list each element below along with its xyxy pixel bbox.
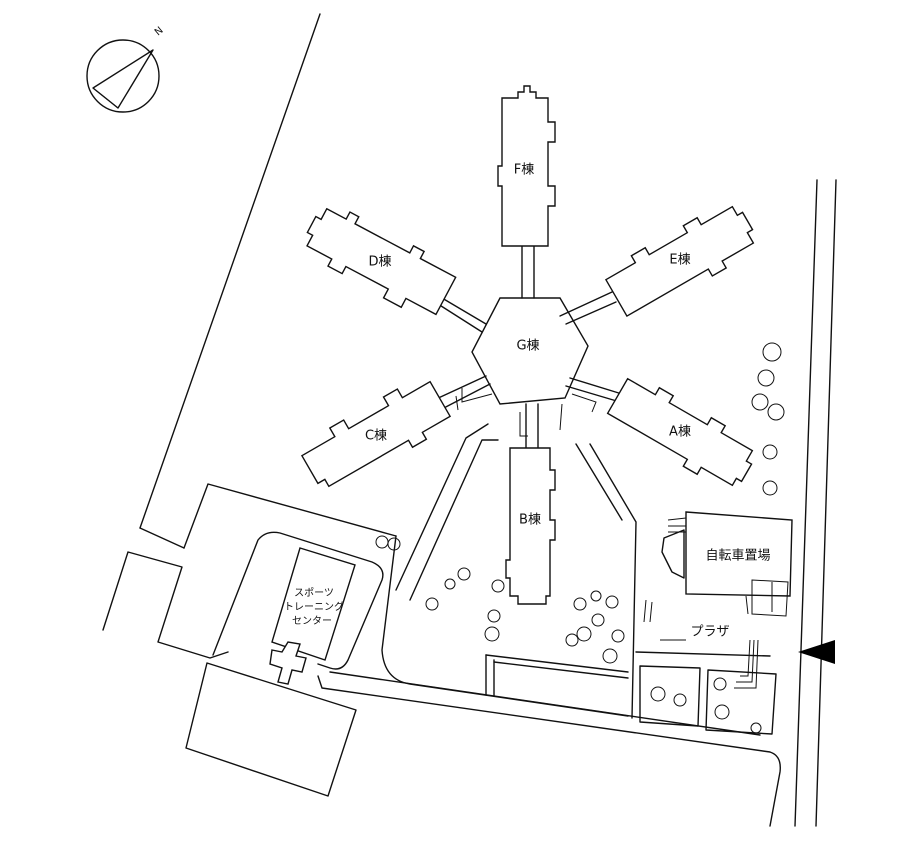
building-a-label: A棟 — [669, 425, 691, 440]
entrance-arrow-icon — [798, 640, 835, 664]
building-d-label: D棟 — [368, 255, 391, 270]
building-b-label: B棟 — [519, 513, 541, 528]
southwest-parcels — [102, 551, 357, 797]
building-c: C棟 — [300, 380, 452, 488]
building-g-label: G棟 — [516, 339, 539, 354]
bicycle-parking-label: 自転車置場 — [705, 549, 770, 564]
building-e-label: E棟 — [669, 253, 690, 268]
building-g — [471, 297, 589, 405]
sports-center-area: スポーツ トレーニング センター — [212, 531, 384, 685]
building-b: B棟 — [505, 447, 556, 605]
plaza: プラザ — [635, 599, 777, 735]
tree-icon — [375, 342, 785, 734]
building-a: A棟 — [606, 377, 754, 487]
building-f: F棟 — [497, 85, 556, 247]
building-d: D棟 — [306, 207, 457, 316]
plaza-label: プラザ — [690, 625, 729, 640]
south-road — [317, 535, 781, 827]
sports-center-label-line3: センター — [292, 615, 332, 627]
north-label: N — [153, 25, 166, 38]
east-road — [794, 179, 837, 827]
sports-center-label-line2: トレーニング — [284, 600, 344, 613]
west-boundary — [139, 13, 397, 549]
bicycle-parking: 自転車置場 — [661, 511, 793, 617]
building-e: E棟 — [604, 205, 755, 318]
courtyard-paths — [395, 423, 637, 719]
hub-connectors — [433, 245, 623, 449]
building-c-label: C棟 — [365, 429, 387, 444]
sports-center-label-line1: スポーツ — [294, 587, 334, 599]
building-f-label: F棟 — [514, 163, 534, 178]
compass-icon: N — [86, 25, 166, 113]
